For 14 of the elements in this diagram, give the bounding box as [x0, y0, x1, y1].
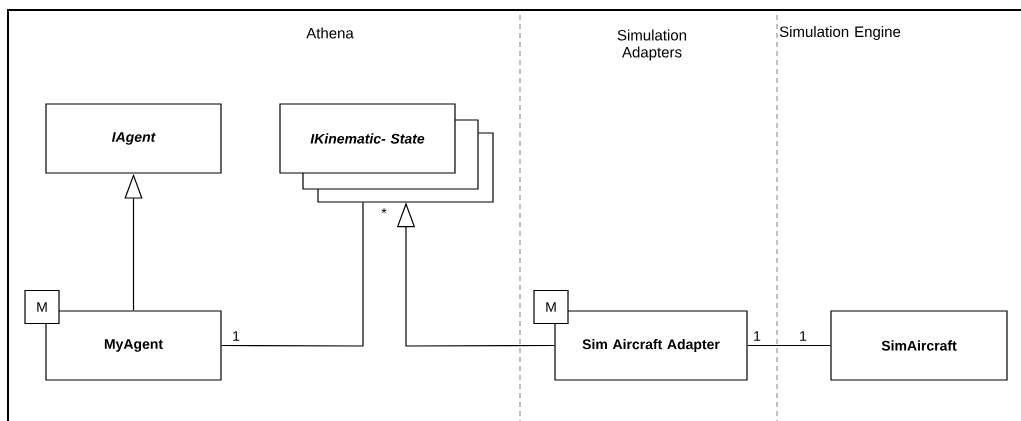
- class-box: SimAircraft: [830, 310, 1008, 381]
- lane-heading: Athena: [306, 27, 354, 39]
- multiplicity-label: *: [381, 208, 387, 214]
- association-line: [221, 201, 364, 347]
- stacked-class-box: IKinematic- State: [279, 103, 494, 203]
- association-line: [747, 344, 831, 347]
- interface-box: IAgent: [45, 103, 222, 174]
- multiplicity-label: 1: [754, 331, 761, 341]
- stereotype-badge: M: [24, 289, 60, 325]
- multiplicity-label: 1: [800, 331, 807, 341]
- lane-heading: Simulation Adapters: [617, 29, 687, 61]
- lane-heading: Simulation Engine: [779, 26, 901, 40]
- stereotype-badge: M: [533, 289, 569, 325]
- multiplicity-label: 1: [233, 331, 240, 341]
